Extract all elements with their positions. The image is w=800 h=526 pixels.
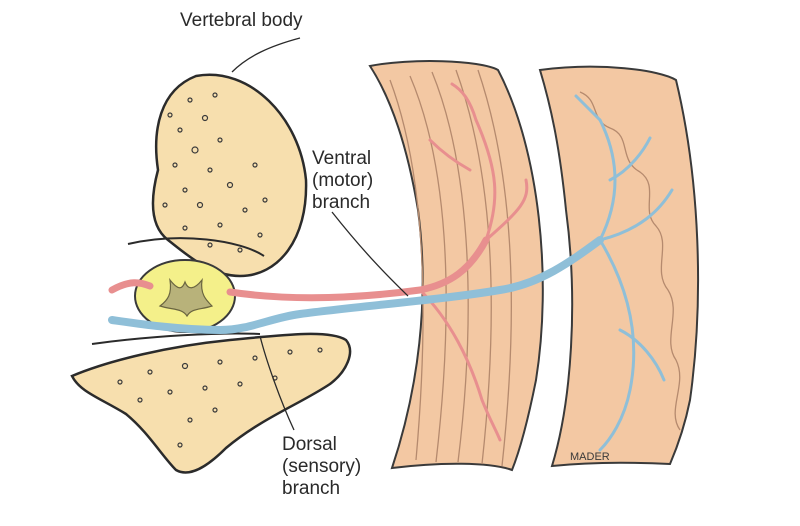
vertebral-contour-lower [91,332,261,345]
bone-texture-upper [162,92,268,253]
label-ventral-line-1: Ventral [312,148,372,169]
label-ventral-line-3: branch [312,192,371,213]
leader-dorsal-branch [259,335,295,431]
label-dorsal-branch: Dorsal (sensory) branch [282,434,361,500]
muscle-layer-outer [368,60,544,472]
label-vertebral-body: Vertebral body [180,10,303,32]
label-vertebral-body-text: Vertebral body [180,10,303,31]
muscle-fibers-outer [389,69,512,467]
label-ventral-line-2: (motor) [312,170,374,191]
sensory-nerve-branches [574,94,674,452]
leader-ventral-branch [331,211,409,297]
dorsal-sensory-nerve [108,236,604,335]
vertebral-body-upper [151,73,308,278]
label-ventral-branch: Ventral (motor) branch [312,148,373,214]
label-dorsal-line-3: branch [282,478,341,499]
muscle-wavy-fascia [579,91,681,431]
bone-texture-lower [117,347,323,448]
gray-matter [158,277,214,318]
vertebral-arch-lower [70,332,352,474]
ventral-motor-nerve [108,236,490,302]
label-dorsal-line-1: Dorsal [282,434,337,455]
leader-vertebral-body [231,37,301,73]
leader-lines [231,37,409,431]
artist-signature: MADER [570,451,610,463]
label-dorsal-line-2: (sensory) [282,456,362,477]
vertebral-contour-upper [127,237,265,257]
motor-nerve-branches [418,82,529,442]
